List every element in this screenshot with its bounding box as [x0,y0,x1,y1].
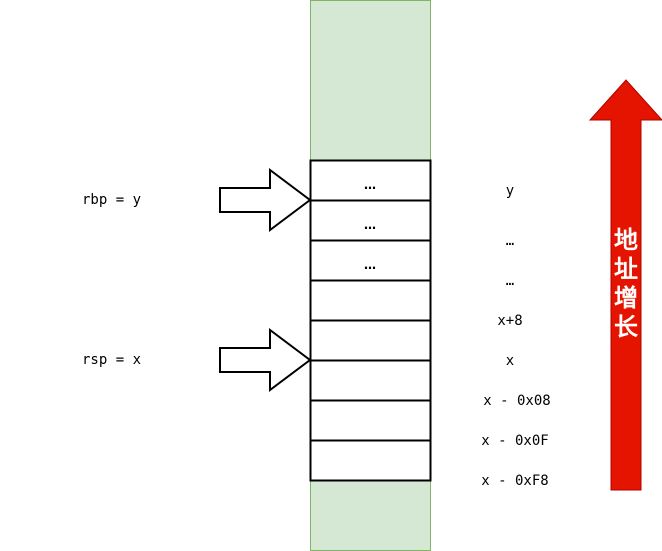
stack-cell-content: … [364,178,376,192]
address-label: x - 0x0F [481,433,549,449]
address-growth-label: 地 址 增 长 [604,226,648,342]
address-growth-char: 地 [614,226,638,254]
address-growth-char: 增 [614,284,638,312]
rbp-pointer-arrow [219,168,312,232]
address-label: x+8 [497,313,523,329]
stack-cell [309,239,432,282]
address-growth-char: 址 [614,255,638,283]
rsp-label: rsp = x [82,352,142,368]
stack-cell [309,359,432,402]
address-growth-char: 长 [614,313,638,341]
stack-cell-content: … [364,258,376,272]
stack-cell-content: … [364,218,376,232]
address-label: x - 0xF8 [481,473,549,489]
address-label: … [505,273,515,289]
address-label: x [505,353,515,369]
address-growth-arrow [588,79,662,491]
address-label: y [505,183,515,199]
rsp-pointer-arrow [219,328,312,392]
rbp-label: rbp = y [82,192,142,208]
stack-cell [309,319,432,362]
address-label: x - 0x08 [483,393,551,409]
stack-cell [309,279,432,322]
stack-cell [309,439,432,482]
address-label: … [505,233,515,249]
stack-cell [309,399,432,442]
stack-cells [309,159,432,482]
